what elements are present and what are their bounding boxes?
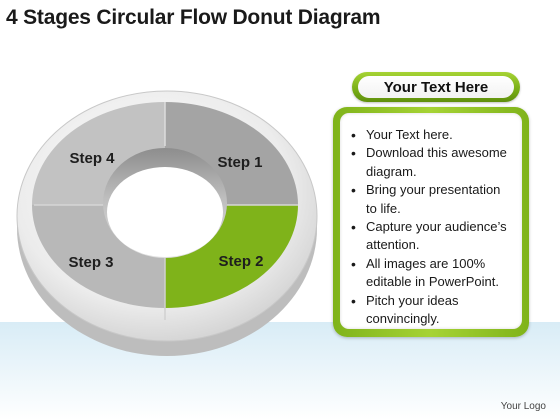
segment-step-4 [32,102,165,205]
text-box-header-label: Your Text Here [358,76,514,98]
step-3-label: Step 3 [68,254,113,271]
text-box-panel: Your Text here. Download this awesome di… [333,107,529,337]
text-box-inner: Your Text here. Download this awesome di… [340,113,522,329]
step-4-label: Step 4 [69,150,115,167]
bullet-list: Your Text here. Download this awesome di… [340,113,522,328]
donut-hole [107,167,223,257]
footer-logo-text: Your Logo [500,401,546,412]
segment-step-3 [32,205,165,308]
bullet-item: All images are 100% editable in PowerPoi… [350,255,514,292]
text-box-header: Your Text Here [352,72,520,102]
step-2-label: Step 2 [218,253,263,270]
bullet-item: Your Text here. [350,126,514,145]
bullet-item: Bring your presentation to life. [350,181,514,218]
bullet-item: Pitch your ideas convincingly. [350,292,514,329]
bullet-item: Capture your audience’s attention. [350,218,514,255]
page-title: 4 Stages Circular Flow Donut Diagram [6,6,381,29]
step-1-label: Step 1 [217,154,262,171]
bullet-item: Download this awesome diagram. [350,144,514,181]
segment-step-1 [165,102,298,205]
segment-step-2 [165,205,298,308]
